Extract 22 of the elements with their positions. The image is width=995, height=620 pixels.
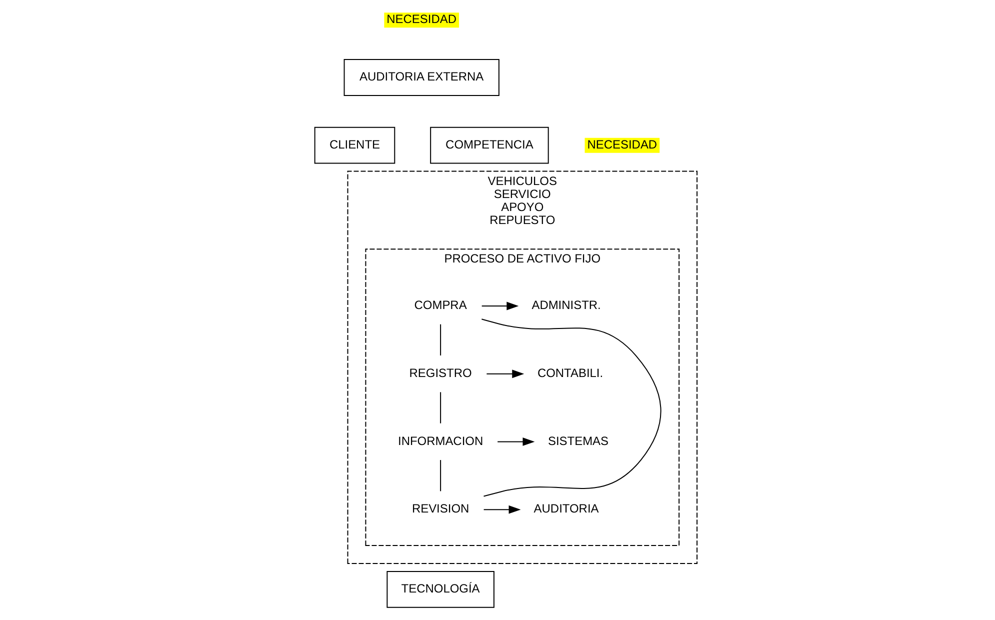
node-text: ADMINISTR. bbox=[531, 298, 600, 312]
node-box: COMPETENCIA bbox=[430, 126, 548, 164]
connector bbox=[440, 324, 441, 356]
node-text: INFORMACION bbox=[398, 434, 483, 448]
node-text: AUDITORIA bbox=[533, 502, 598, 516]
node-text: REVISION bbox=[411, 502, 469, 516]
node-box: TECNOLOGÍA bbox=[386, 570, 494, 608]
arrow bbox=[480, 302, 518, 310]
arrow bbox=[482, 505, 520, 514]
label: NECESIDAD bbox=[586, 137, 657, 152]
connector bbox=[440, 392, 441, 424]
node-box: CLIENTE bbox=[314, 126, 395, 164]
node-text: CONTABILI. bbox=[536, 366, 603, 380]
node-box: AUDITORIA EXTERNA bbox=[343, 59, 499, 96]
node-text: SISTEMAS bbox=[548, 434, 608, 448]
arrow bbox=[496, 438, 534, 446]
arrow bbox=[486, 370, 524, 378]
connector bbox=[480, 318, 661, 497]
node-text: COMPRA bbox=[414, 298, 466, 312]
label: NECESIDAD bbox=[386, 12, 456, 26]
node-text: REGISTRO bbox=[408, 366, 472, 380]
connector bbox=[440, 460, 441, 492]
